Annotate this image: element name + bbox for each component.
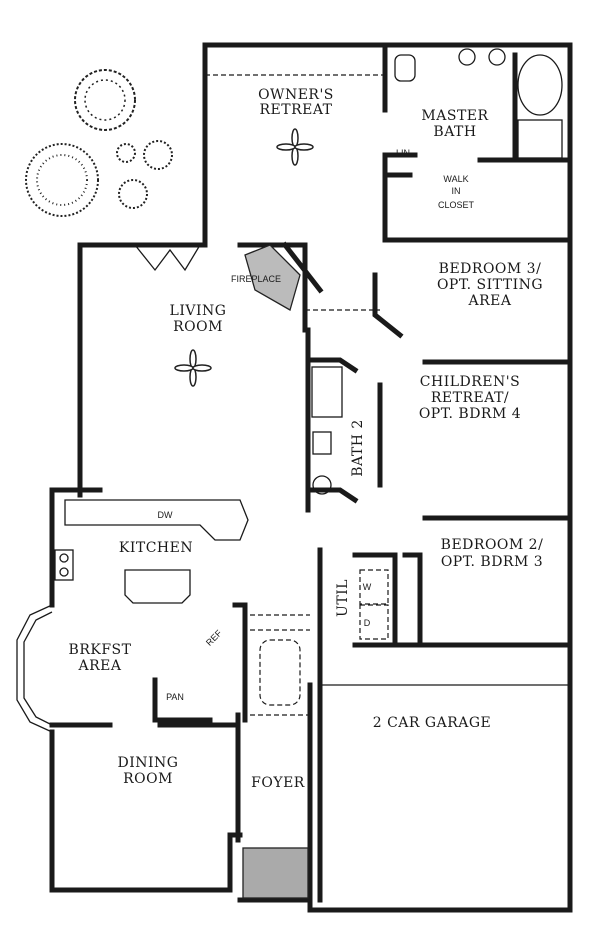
porch-brick <box>242 847 309 899</box>
fireplace-label: FIREPLACE <box>231 274 281 284</box>
bedroom2-label: BEDROOM 2/OPT. BDRM 3 <box>441 537 544 570</box>
fireplace-hearth <box>244 244 301 311</box>
dishwasher-label: DW <box>158 510 173 520</box>
kitchen-label: KITCHEN <box>119 540 193 556</box>
dryer-label: D <box>364 618 371 628</box>
foyer-label: FOYER <box>251 775 305 791</box>
interior-walls <box>49 42 573 903</box>
linen-label: LIN <box>396 148 410 158</box>
washer-label: W <box>363 582 372 592</box>
living-room-ceiling-fan-icon <box>174 349 212 387</box>
bath2-label: BATH 2 <box>350 419 366 477</box>
owners-retreat-ceiling-fan-icon <box>276 128 314 166</box>
refrigerator-label: REF <box>204 628 224 648</box>
landscaping-trees <box>25 69 173 217</box>
utility-label: UTIL <box>335 579 351 617</box>
garage-label: 2 CAR GARAGE <box>373 715 492 731</box>
exterior-walls <box>16 42 573 913</box>
fixtures <box>54 48 563 899</box>
pantry-label: PAN <box>166 692 184 702</box>
